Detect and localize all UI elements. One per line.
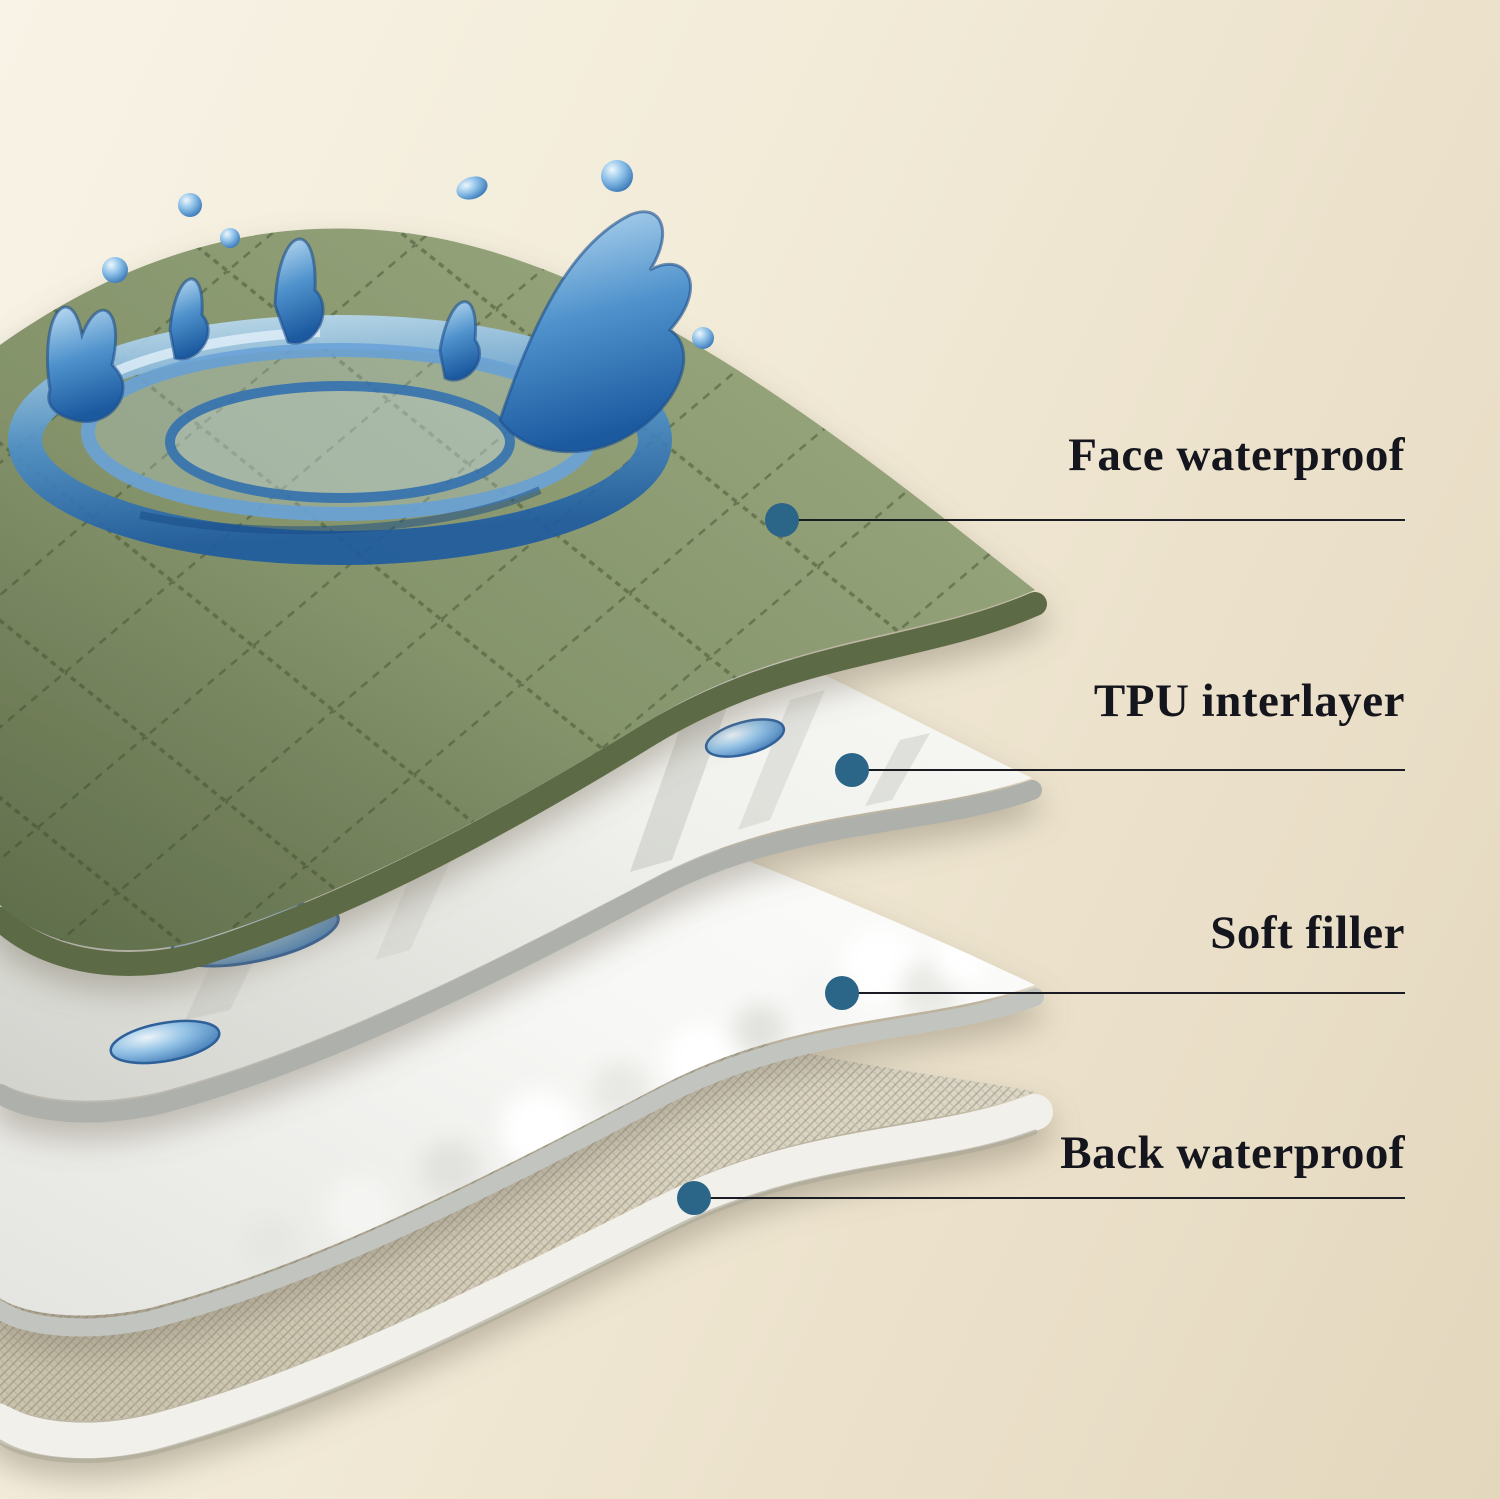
callout-line-tpu	[852, 769, 1405, 771]
back-underside-shadow-line	[0, 1129, 1038, 1464]
water-splash	[8, 160, 714, 565]
layer-face-waterproof	[0, 228, 1047, 976]
splash-droplets	[102, 160, 714, 349]
face-shading	[0, 228, 1035, 951]
callout-dot-back	[677, 1181, 711, 1215]
callout-dot-tpu	[835, 753, 869, 787]
callout-line-filler	[842, 992, 1405, 994]
callout-dot-face	[765, 503, 799, 537]
callout-line-back	[694, 1197, 1405, 1199]
callout-dot-filler	[825, 976, 859, 1010]
label-face-waterproof: Face waterproof	[1068, 429, 1405, 481]
filler-underside-edge	[0, 988, 1044, 1337]
label-tpu-interlayer: TPU interlayer	[1093, 675, 1405, 727]
callout-line-face	[782, 519, 1405, 521]
tpu-underside-edge	[0, 780, 1042, 1123]
splash-crown-spikes	[45, 210, 692, 454]
label-soft-filler: Soft filler	[1210, 907, 1405, 959]
face-underside-edge	[0, 592, 1047, 976]
label-back-waterproof: Back waterproof	[1060, 1127, 1405, 1179]
back-underside-edge	[0, 1094, 1053, 1459]
